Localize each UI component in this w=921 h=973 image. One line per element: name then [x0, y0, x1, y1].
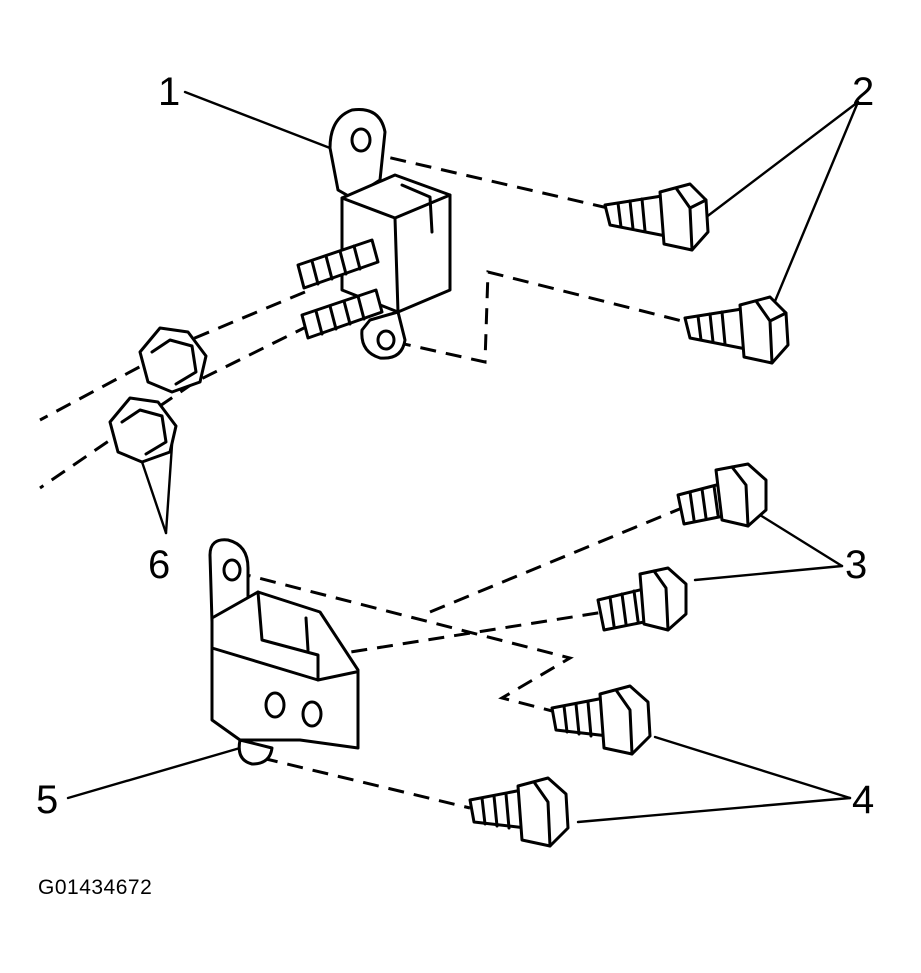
figure-id: G01434672 — [38, 876, 153, 899]
callout-5: 5 — [36, 778, 59, 822]
callout-6: 6 — [148, 543, 171, 587]
nuts — [108, 326, 208, 464]
callout-1: 1 — [158, 70, 181, 114]
lower-left-bolts — [468, 684, 652, 848]
callout-4: 4 — [852, 778, 875, 822]
callout-2: 2 — [852, 70, 875, 114]
leader-lines — [66, 90, 860, 824]
lower-bracket — [208, 538, 360, 766]
alignment-lines — [39, 150, 687, 810]
upper-bracket — [296, 107, 452, 360]
upper-bolts — [603, 182, 790, 365]
callout-3: 3 — [845, 543, 868, 587]
lower-right-bolts — [596, 462, 768, 632]
